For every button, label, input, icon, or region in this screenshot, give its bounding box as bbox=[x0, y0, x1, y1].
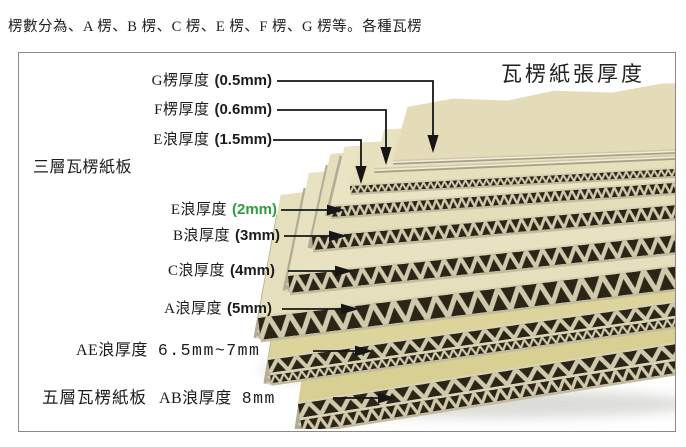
label-c-flute-text: C浪厚度 bbox=[167, 263, 225, 279]
label-e-flute-15-value: (1.5mm) bbox=[214, 131, 272, 148]
arrowhead-down-e15 bbox=[355, 166, 367, 184]
annotation-arrows bbox=[273, 80, 439, 404]
label-b-flute-text: B浪厚度 bbox=[172, 228, 230, 244]
label-e-flute-15-text: E浪厚度 bbox=[153, 132, 210, 148]
label-f-flute-text: F楞厚度 bbox=[154, 102, 210, 118]
arrowhead-right-b bbox=[329, 230, 347, 242]
label-b-flute: B浪厚度(3mm) bbox=[173, 226, 280, 246]
arrowhead-right-ae bbox=[355, 345, 373, 357]
arrowhead-down-g bbox=[427, 135, 439, 153]
label-ab-flute-text: AB浪厚度 bbox=[159, 390, 232, 407]
label-g-flute: G楞厚度(0.5mm) bbox=[152, 71, 272, 91]
arrowhead-down-f bbox=[380, 147, 392, 165]
arrow-line-g bbox=[277, 80, 434, 135]
arrowhead-right-e2 bbox=[327, 204, 345, 216]
label-a-flute-text: A浪厚度 bbox=[164, 301, 222, 317]
diagram-title: 瓦楞紙張厚度 bbox=[501, 62, 645, 86]
label-f-flute-value: (0.6mm) bbox=[214, 101, 272, 118]
label-c-flute: C浪厚度(4mm) bbox=[168, 261, 275, 281]
label-e-flute-15: E浪厚度(1.5mm) bbox=[153, 130, 272, 150]
label-ab-flute: 五層瓦楞紙板 AB浪厚度 8mm bbox=[42, 388, 276, 408]
label-g-flute-text: G楞厚度 bbox=[151, 73, 210, 89]
label-e-flute-2-text: E浪厚度 bbox=[170, 202, 227, 218]
arrow-heads bbox=[327, 135, 439, 404]
arrowhead-right-ab bbox=[378, 392, 396, 404]
arrow-line-e15 bbox=[273, 139, 362, 166]
label-b-flute-value: (3mm) bbox=[234, 227, 280, 244]
caption-text: 楞數分為、A 楞、B 楞、C 楞、E 楞、F 楞、G 楞等。各種瓦楞 bbox=[8, 19, 423, 35]
label-ab-flute-value: 8mm bbox=[241, 389, 276, 408]
label-ae-flute-value: 6.5mm~7mm bbox=[157, 341, 261, 360]
label-three-layer: 三層瓦楞紙板 bbox=[33, 158, 132, 178]
label-e-flute-2: E浪厚度(2mm) bbox=[171, 200, 277, 220]
label-g-flute-value: (0.5mm) bbox=[214, 72, 272, 89]
arrow-line-f bbox=[277, 109, 387, 147]
diagram-frame bbox=[18, 52, 676, 432]
label-f-flute: F楞厚度(0.6mm) bbox=[154, 100, 272, 120]
label-ae-flute: AE浪厚度 6.5mm~7mm bbox=[76, 341, 260, 361]
label-c-flute-value: (4mm) bbox=[229, 262, 275, 279]
label-a-flute-value: (5mm) bbox=[226, 300, 272, 317]
label-a-flute: A浪厚度(5mm) bbox=[164, 299, 272, 319]
label-five-layer-text: 五層瓦楞紙板 bbox=[42, 388, 147, 407]
arrowhead-right-c bbox=[335, 265, 353, 277]
cardboard-stack-photo bbox=[253, 77, 675, 429]
label-three-layer-text: 三層瓦楞紙板 bbox=[33, 159, 133, 176]
arrowhead-right-a bbox=[341, 303, 359, 315]
board-g bbox=[393, 77, 675, 165]
label-e-flute-2-value: (2mm) bbox=[231, 201, 277, 218]
label-ae-flute-text: AE浪厚度 bbox=[76, 342, 148, 359]
